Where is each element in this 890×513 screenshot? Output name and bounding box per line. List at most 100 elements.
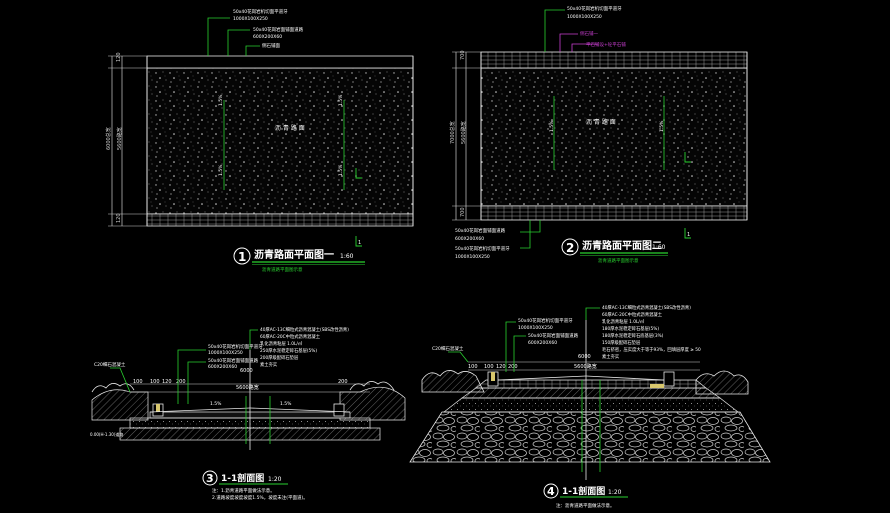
section4-shrub-right — [695, 370, 749, 395]
section3-soil-left — [91, 389, 149, 421]
section3-layer-note-3: 乳化沥青粘层 1.0L/㎡ — [260, 340, 303, 347]
section3-curb-note-3: 50x40花岗岩面铺面道路 — [208, 357, 259, 364]
plan2-drawing: 700 7000总宽 5600路宽 700 沥 青 路 面 1.5% 1.5% … — [449, 5, 748, 264]
section3-layer-note-5: 200厚级配碎石垫层 — [260, 354, 299, 361]
plan1-dim-top: 120 — [116, 52, 122, 62]
section4-layer-3 — [442, 397, 740, 413]
plan1-drawing: 120 6000总宽 5600路宽 120 沥 青 路 面 1.5% 1.5% … — [105, 8, 414, 273]
section4-scale: 1:20 — [608, 489, 622, 496]
section3-curb-right — [333, 403, 345, 417]
plan2-curb-top — [480, 51, 748, 69]
section3-dim-5: 200 — [338, 379, 348, 385]
plan1-center-label: 沥 青 路 面 — [275, 124, 305, 132]
section3-tree-label: C20细石混凝土 — [94, 361, 126, 368]
section3-layer-note-6: 素土夯实 — [260, 361, 278, 368]
plan1-curb-bottom — [146, 213, 414, 227]
section3-slope-left: 1.5% — [210, 401, 222, 407]
plan2-bottom-note-3: 50x40花岗岩机切面平道牙 — [455, 245, 510, 252]
section3-soil-right — [339, 386, 406, 421]
plan1-section-mark: 1 — [358, 240, 361, 246]
section4-layer-2 — [460, 387, 722, 399]
plan1-slope-3: 1.5% — [218, 164, 224, 176]
plan1-top-note-5: 侧石铺面 — [262, 42, 280, 49]
plan1-number: 1 — [238, 250, 246, 264]
plan2-dim-top: 700 — [460, 50, 466, 60]
section4-dim-2: 100 — [484, 364, 494, 370]
plan2-bottom-note-2: 600X200X60 — [455, 236, 484, 242]
section3-slope-right: 1.5% — [280, 401, 292, 407]
section4-curb-note-4: 600X200X60 — [528, 340, 557, 346]
section3-level-label: 0.00(H-1.30)道路 — [90, 431, 123, 437]
plan2-slope-1: 1.5% — [549, 120, 555, 132]
section4-stone-fill — [409, 411, 771, 463]
section3-road-dim: 5600路宽 — [236, 384, 259, 391]
plan2-curb-bottom — [480, 205, 748, 221]
section4-road-dim: 5600路宽 — [574, 363, 597, 370]
section4-title: 1-1剖面图 — [562, 485, 605, 497]
section4-layer-note-7: 毛石挤密，压实度大于等于93%，回填层厚度 ≥ 50 — [602, 346, 701, 353]
plan2-bottom-note-1: 50x40花岗岩面铺面道路 — [455, 227, 506, 234]
section3-dim-3: 120 — [162, 379, 172, 385]
section4-dim-1: 100 — [468, 364, 478, 370]
plan2-top-note-1: 50x40花岗岩机切面平道牙 — [567, 5, 622, 12]
plan1-top-note-3: 50x40花岗岩面铺面道路 — [253, 26, 304, 33]
plan2-number: 2 — [566, 241, 574, 255]
section4-layer-note-5: 180厚水泥稳定碎石底基层(3%) — [602, 332, 664, 339]
section3-scale: 1:20 — [268, 476, 282, 483]
section4-layer-note-8: 素土夯实 — [602, 353, 620, 360]
plan2-dim-road: 5600路宽 — [460, 121, 467, 144]
section3-total-dim: 6000 — [240, 368, 253, 374]
section3-note-1: 注：1.沥青道路平面做法示意。 — [212, 487, 275, 494]
plan1-top-note-1: 50x40花岗岩机切面平道牙 — [233, 8, 288, 15]
section3-drawing: 100 100 120 200 200 6000 5600路宽 1.5% 1.5… — [90, 326, 406, 501]
section4-total-dim: 6000 — [578, 354, 591, 360]
section3-shrub-left — [91, 383, 135, 393]
plan2-section-mark: 1 — [687, 232, 690, 238]
plan1-subtitle: 沥青道路平面图示意 — [262, 266, 303, 273]
section4-curb-note-3: 50x40花岗岩面铺面道路 — [528, 332, 579, 339]
plan2-slope-2: 1.5% — [659, 120, 665, 132]
section4-tree-label: C20细石混凝土 — [432, 345, 464, 352]
plan2-top-note-3: 侧石铺一 — [580, 30, 598, 37]
plan2-subtitle: 沥青道路平面图示意 — [598, 257, 639, 264]
section4-layer-note-1: 40厚AC-13C细粒式沥青混凝土(SBS改性沥青) — [602, 304, 691, 311]
section3-dim-2: 100 — [150, 379, 160, 385]
plan1-slope-2: 1.5% — [338, 94, 344, 106]
section4-layer-note-2: 60厚AC-20C中粒式沥青混凝土 — [602, 311, 663, 318]
section3-dim-4: 200 — [176, 379, 186, 385]
plan2-top-note-4: 平石铺设+砼平石铺 — [586, 41, 626, 48]
plan1-dim-total: 6000总宽 — [105, 127, 112, 150]
section4-dim-4: 200 — [508, 364, 518, 370]
plan2-center-label: 沥 青 路 面 — [586, 118, 616, 126]
section4-layer-note-6: 150厚级配碎石垫层 — [602, 339, 641, 346]
section4-number-circle — [543, 483, 559, 499]
section4-curb-note-1: 50x40花岗岩机切面平道牙 — [518, 317, 573, 324]
section4-layer-note-4: 180厚水泥稳定碎石基层(5%) — [602, 325, 659, 332]
section3-curb-note-4: 600X200X60 — [208, 364, 237, 370]
plan1-scale: 1:60 — [340, 253, 354, 260]
section3-title: 1-1剖面图 — [221, 472, 264, 484]
plan2-number-circle — [561, 238, 579, 256]
plan1-curb-top — [146, 55, 414, 69]
section4-curb-note-2: 1000X100X250 — [518, 325, 553, 331]
plan1-title: 沥青路面平面图一 — [254, 248, 334, 261]
plan1-road-surface — [146, 67, 414, 215]
section3-number-circle — [202, 470, 218, 486]
plan1-top-note-2: 1000X100X250 — [233, 16, 268, 22]
section3-layer-note-1: 40厚AC-13C细粒式沥青混凝土(SBS改性沥青) — [260, 326, 349, 333]
plan2-top-note-2: 1000X100X250 — [567, 14, 602, 20]
section3-layer-note-4: 250厚水泥稳定碎石基层(5%) — [260, 347, 317, 354]
plan1-top-note-4: 600X200X60 — [253, 34, 282, 40]
plan1-slope-1: 1.5% — [218, 94, 224, 106]
plan2-scale: 1:60 — [652, 244, 666, 251]
section3-note-2: 2.道路坡度坡度坡度1.5%，坡度未注(平面道)。 — [212, 494, 308, 501]
section4-shrub-left — [421, 370, 485, 393]
section3-layer-note-2: 60厚AC-20C中粒式沥青混凝土 — [260, 333, 321, 340]
plan2-title: 沥青路面平面图二 — [582, 239, 662, 252]
plan1-slope-4: 1.5% — [338, 164, 344, 176]
section4-note-1: 注：沥青道路平面做法示意。 — [556, 502, 615, 509]
section4-drawing: 100 100 120 200 6000 5600路宽 C20细石混凝土 50x… — [409, 304, 771, 509]
plan1-dim-road: 5600路宽 — [116, 127, 123, 150]
section4-layer-note-3: 乳化沥青粘层 1.0L/㎡ — [602, 318, 645, 325]
